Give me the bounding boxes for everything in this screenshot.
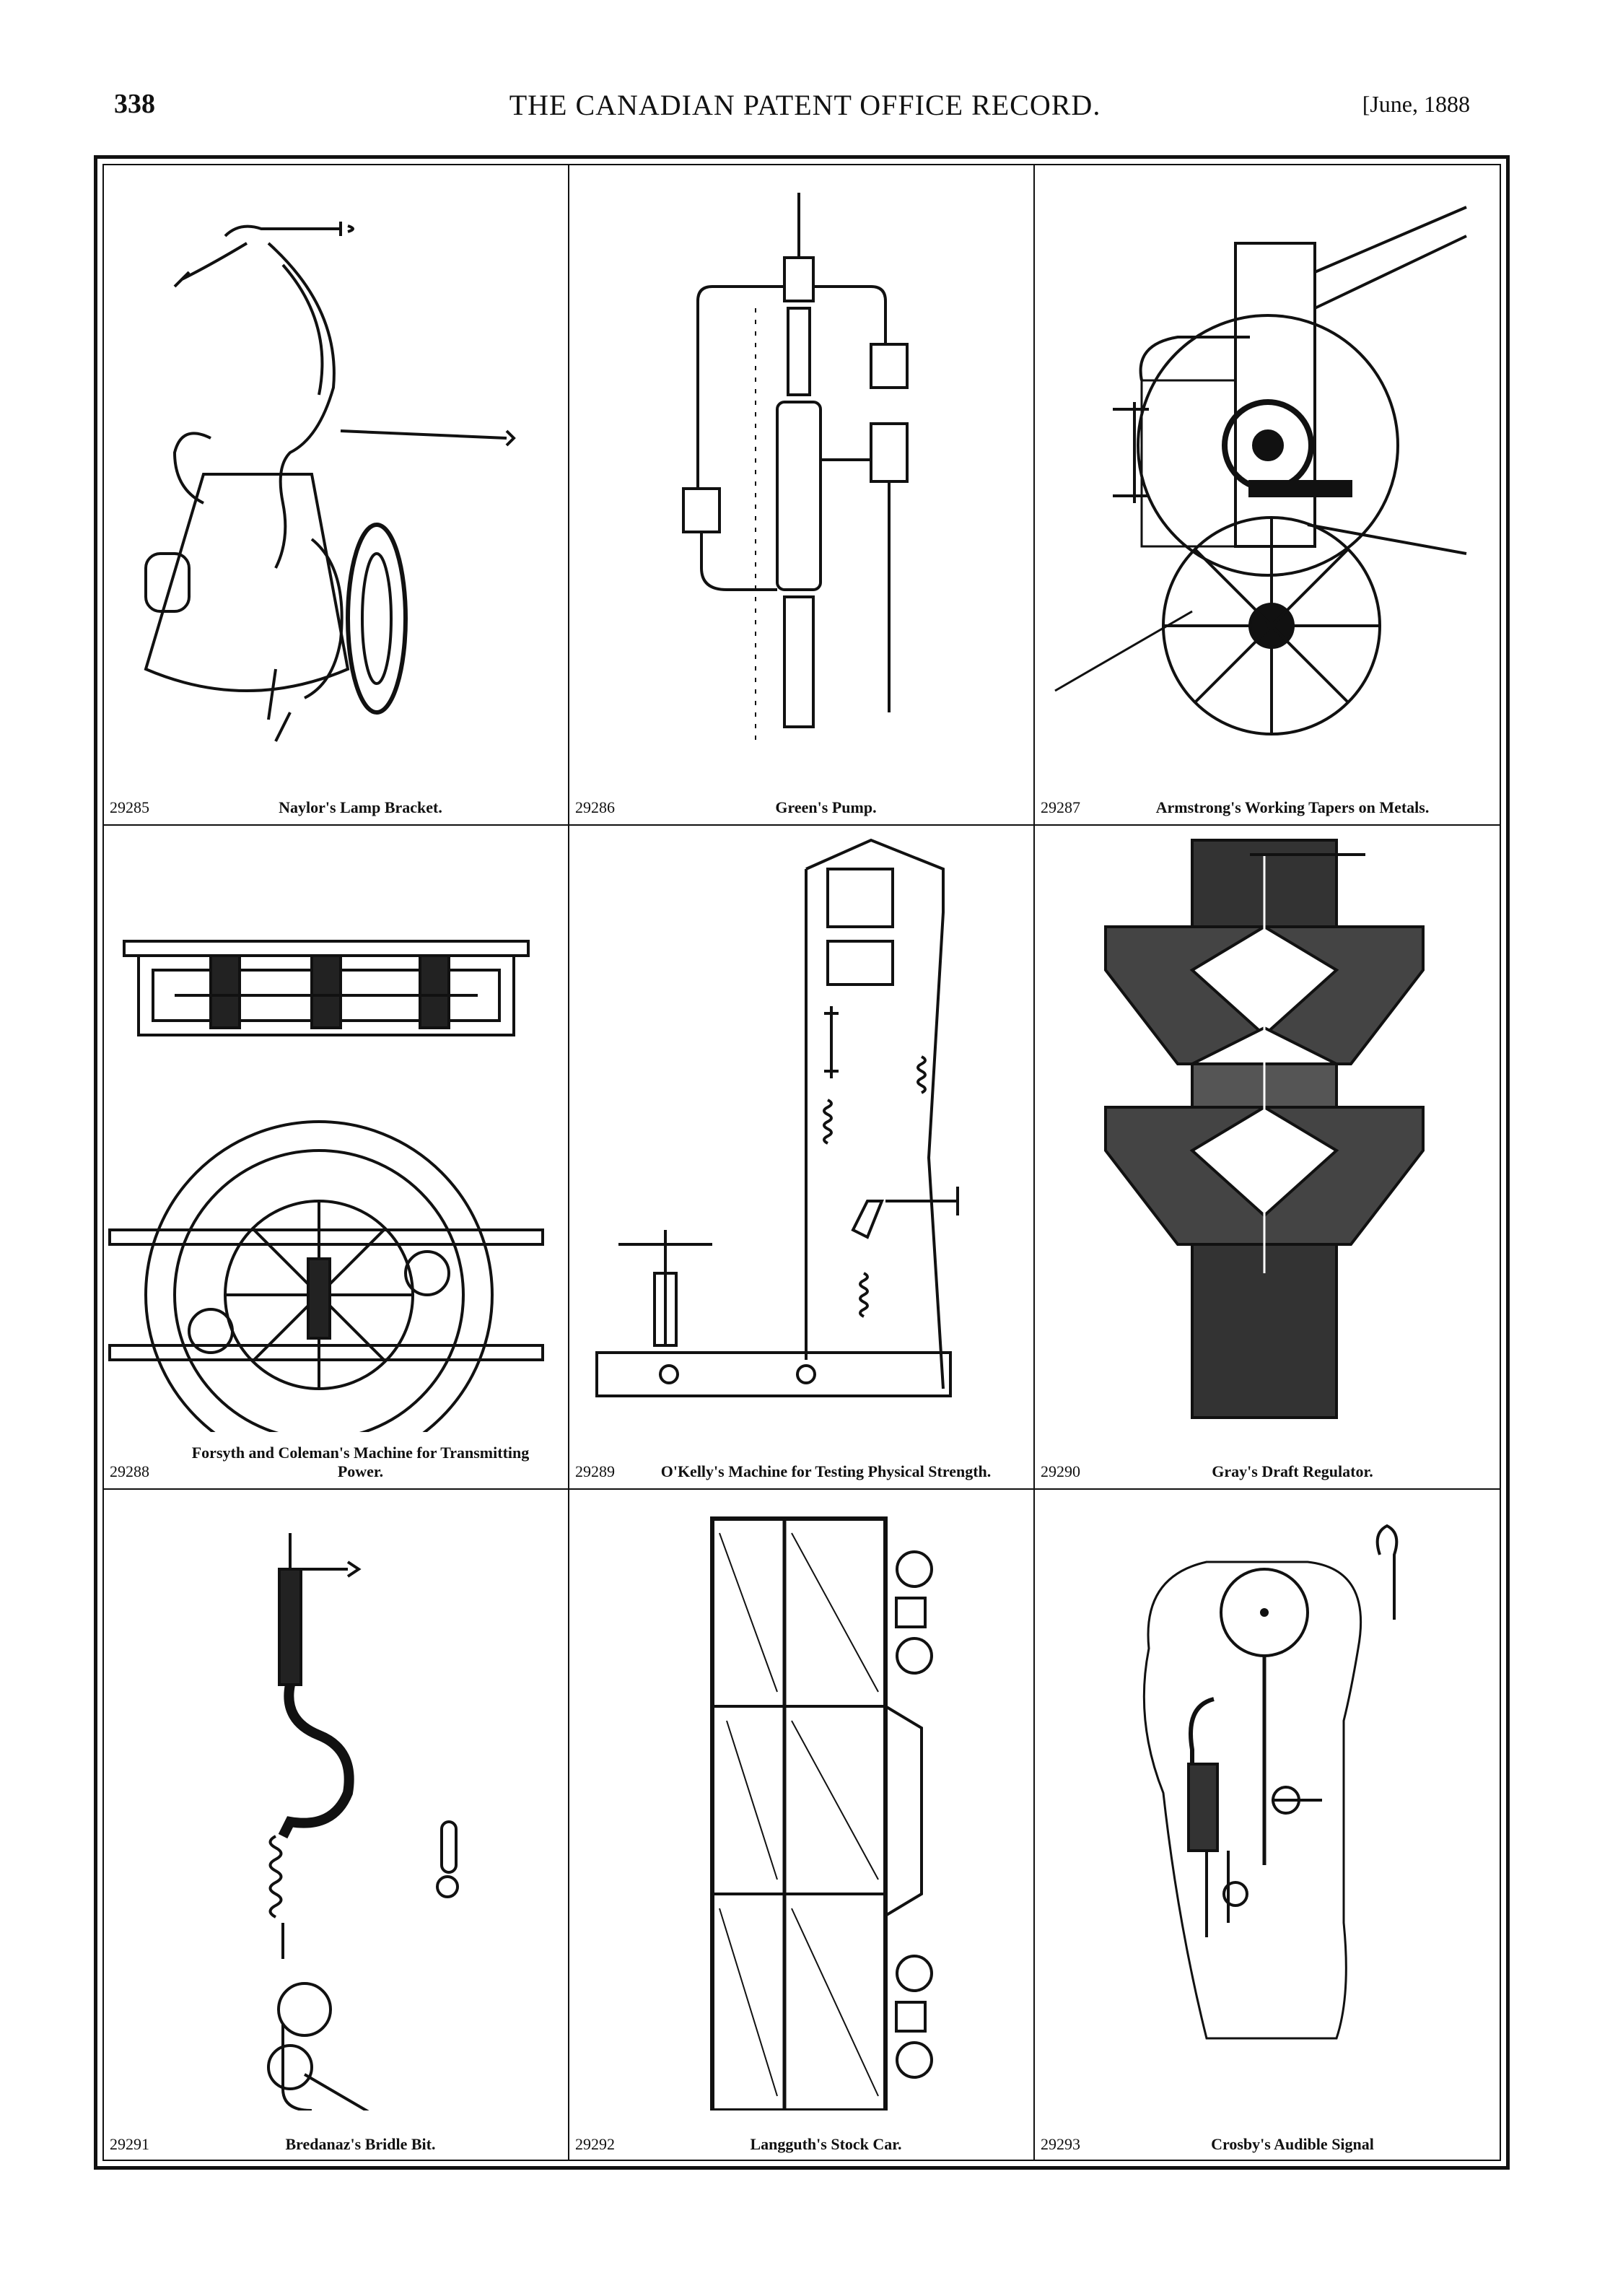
patent-caption: 29285 Naylor's Lamp Bracket. [102,798,568,817]
patent-number: 29288 [110,1462,149,1480]
audible-signal-drawing [1142,1524,1399,2040]
patent-cell-strength-machine: 29289 O'Kelly's Machine for Testing Phys… [568,826,1033,1488]
patent-number: 29286 [575,798,615,816]
draft-regulator-drawing [1104,839,1425,1419]
outer-frame [94,155,1510,2170]
patent-cell-draft-regulator: 29290 Gray's Draft Regulator. [1033,826,1501,1488]
patent-title: Gray's Draft Regulator. [1212,1462,1373,1480]
patent-title: Langguth's Stock Car. [750,2135,902,2153]
inner-frame [102,164,1501,2161]
tapers-machine-drawing [1054,206,1467,735]
patent-title: Green's Pump. [775,798,877,816]
patent-number: 29289 [575,1462,615,1480]
patent-caption: 29287 Armstrong's Working Tapers on Meta… [1033,798,1501,817]
patent-number: 29293 [1041,2135,1080,2153]
patent-cell-power-machine: 29288 Forsyth and Coleman's Machine for … [102,826,568,1488]
issue-date: [June, 1888 [1362,91,1470,117]
lamp-bracket-drawing [144,222,516,742]
patent-title: Crosby's Audible Signal [1211,2135,1374,2153]
column-divider [568,164,569,2161]
row-divider [102,1488,1501,1490]
column-divider [1033,164,1035,2161]
patent-title: O'Kelly's Machine for Testing Physical S… [660,1462,992,1480]
publication-title: THE CANADIAN PATENT OFFICE RECORD. [509,89,1101,121]
stock-car-drawing [710,1516,933,2111]
patent-caption: 29286 Green's Pump. [568,798,1033,817]
patent-caption: 29290 Gray's Draft Regulator. [1033,1462,1501,1481]
patent-number: 29287 [1041,798,1080,816]
patent-cell-pump: 29286 Green's Pump. [568,164,1033,824]
patent-title: Naylor's Lamp Bracket. [279,798,442,816]
patent-cell-audible-signal: 29293 Crosby's Audible Signal [1033,1490,1501,2161]
page-number: 338 [114,89,155,119]
pump-drawing [682,193,909,741]
page-header: 338 THE CANADIAN PATENT OFFICE RECORD. [… [0,88,1610,131]
patent-title: Bredanaz's Bridle Bit. [285,2135,436,2153]
bridle-bit-drawing [267,1533,459,2111]
patent-grid: 29285 Naylor's Lamp Bracket. 29286 Green… [102,164,1501,2161]
patent-cell-stock-car: 29292 Langguth's Stock Car. [568,1490,1033,2161]
patent-number: 29291 [110,2135,149,2153]
patent-number: 29292 [575,2135,615,2153]
patent-cell-bridle-bit: 29291 Bredanaz's Bridle Bit. [102,1490,568,2161]
patent-caption: 29288 Forsyth and Coleman's Machine for … [102,1444,568,1481]
patent-title: Forsyth and Coleman's Machine for Transm… [191,1444,530,1480]
patent-caption: 29292 Langguth's Stock Car. [568,2135,1033,2154]
strength-machine-drawing [595,838,959,1397]
patent-number: 29285 [110,798,149,816]
patent-caption: 29293 Crosby's Audible Signal [1033,2135,1501,2154]
patent-number: 29290 [1041,1462,1080,1480]
patent-caption: 29291 Bredanaz's Bridle Bit. [102,2135,568,2154]
patent-cell-tapers: 29287 Armstrong's Working Tapers on Meta… [1033,164,1501,824]
patent-title: Armstrong's Working Tapers on Metals. [1155,798,1430,816]
patent-caption: 29289 O'Kelly's Machine for Testing Phys… [568,1462,1033,1481]
power-machine-drawing [108,940,544,1432]
patent-cell-lamp-bracket: 29285 Naylor's Lamp Bracket. [102,164,568,824]
row-divider [102,824,1501,826]
